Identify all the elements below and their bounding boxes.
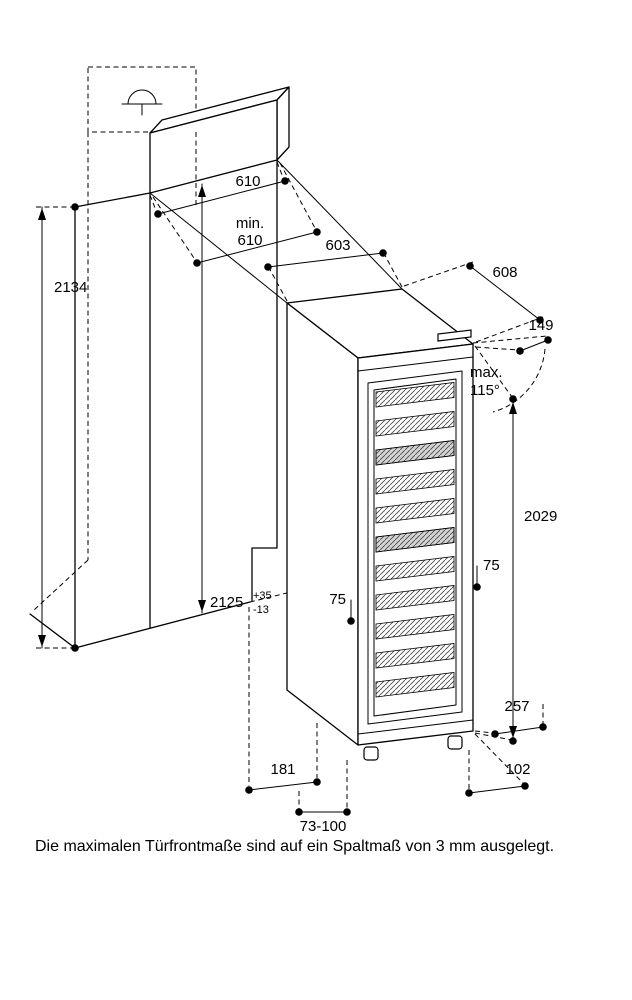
dim-top-panel-width: 610 xyxy=(149,161,289,218)
dim-appliance-width-label: 603 xyxy=(325,237,350,254)
wine-rack xyxy=(375,498,455,524)
dim-appliance-depth: 608 xyxy=(403,261,544,343)
dim-min-niche-width-label1: min. xyxy=(236,215,264,232)
dim-hinge-left-label: 75 xyxy=(329,591,346,608)
dim-top-offset-label: 149 xyxy=(528,317,553,334)
dim-bottom-left-label: 181 xyxy=(270,761,295,778)
appliance-feet xyxy=(363,735,463,761)
dim-rear-clearance: 257 xyxy=(474,698,547,738)
wine-rack xyxy=(375,614,455,640)
outlet-icon xyxy=(127,89,157,105)
wine-rack xyxy=(375,382,455,408)
niche-structure xyxy=(29,86,403,649)
caption-text: Die maximalen Türfrontmaße sind auf ein … xyxy=(35,838,555,855)
dim-door-angle: max. 115° xyxy=(470,364,503,399)
dim-min-niche-width-label2: 610 xyxy=(237,232,262,249)
dim-appliance-height-label: 2029 xyxy=(524,508,557,525)
dim-appliance-height: 2029 xyxy=(474,345,557,745)
dim-hinge-left: 75 xyxy=(329,591,355,625)
top-panel xyxy=(149,86,290,194)
wine-rack xyxy=(375,556,455,582)
wall-top-edge xyxy=(74,192,151,208)
wine-rack xyxy=(375,469,455,495)
glass-door xyxy=(367,370,463,725)
power-outlet xyxy=(87,66,197,133)
niche-ceiling-edges xyxy=(149,159,403,304)
appliance-body xyxy=(286,288,474,761)
dim-door-angle-label2: 115° xyxy=(470,382,500,399)
dim-rear-clearance-label: 257 xyxy=(504,698,529,715)
dim-hinge-right: 75 xyxy=(473,557,500,591)
dim-top-panel-width-label: 610 xyxy=(235,173,260,190)
wine-rack xyxy=(375,643,455,669)
dim-hinge-right-label: 75 xyxy=(483,557,500,574)
dim-total-height-label: 2134 xyxy=(54,279,87,296)
wine-rack xyxy=(375,672,455,698)
dim-niche-height: 2125 +35 -13 xyxy=(198,183,272,616)
dim-bottom-right: 102 xyxy=(465,733,531,797)
door-bottom-line xyxy=(357,719,474,735)
dim-plinth-height-label: 73-100 xyxy=(300,818,347,835)
dim-niche-height-label: 2125 xyxy=(210,594,243,611)
wine-racks xyxy=(375,382,455,698)
dim-total-height: 2134 xyxy=(33,203,87,652)
dim-appliance-width: 603 xyxy=(264,237,403,302)
niche-right-edge xyxy=(251,159,278,602)
door-swing-arc xyxy=(472,335,548,413)
wine-rack xyxy=(375,411,455,437)
dim-bottom-right-label: 102 xyxy=(505,761,530,778)
dim-min-niche-width: min. 610 xyxy=(152,162,321,267)
dim-door-angle-label1: max. xyxy=(470,364,503,381)
dim-plinth-height: 73-100 xyxy=(295,760,351,835)
dim-appliance-depth-label: 608 xyxy=(492,264,517,281)
wine-rack xyxy=(375,585,455,611)
appliance-side-face xyxy=(286,302,359,746)
dim-niche-height-tol-minus: -13 xyxy=(253,604,269,616)
dim-top-offset: 149 xyxy=(475,317,554,355)
dim-niche-height-tol-plus: +35 xyxy=(253,590,272,602)
door-handle xyxy=(437,329,472,342)
dim-bottom-left: 181 xyxy=(245,607,321,794)
door-top-line xyxy=(357,356,474,372)
